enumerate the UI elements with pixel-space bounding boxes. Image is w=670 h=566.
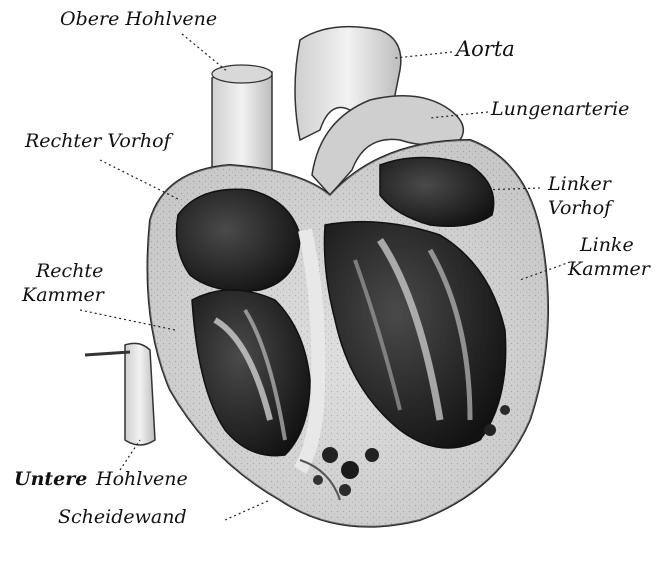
leader-obere-hohlvene xyxy=(182,34,228,72)
label-obere-hohlvene: Obere Hohlvene xyxy=(60,10,217,30)
right-atrium-cavity xyxy=(177,189,301,291)
label-linke-kammer-1: Linke xyxy=(580,236,634,256)
label-linker-vorhof-1: Linker xyxy=(548,175,611,195)
label-rechte-kammer-1: Rechte xyxy=(36,262,103,282)
label-untere-hohlvene-1: Untere xyxy=(14,470,87,490)
label-linker-vorhof-2: Vorhof xyxy=(548,199,611,219)
inferior-vena-cava xyxy=(85,343,155,445)
leader-aorta xyxy=(395,52,452,58)
leader-untere-hohlvene xyxy=(120,440,140,470)
label-aorta: Aorta xyxy=(456,38,515,60)
label-rechte-kammer-2: Kammer xyxy=(22,286,104,306)
leader-scheidewand xyxy=(225,500,270,520)
leader-rechter-vorhof xyxy=(100,160,180,200)
label-untere-hohlvene-2: Hohlvene xyxy=(96,470,188,490)
label-rechter-vorhof: Rechter Vorhof xyxy=(25,132,171,152)
label-lungenarterie: Lungenarterie xyxy=(491,100,629,120)
label-linke-kammer-2: Kammer xyxy=(568,260,650,280)
label-scheidewand: Scheidewand xyxy=(58,508,187,528)
